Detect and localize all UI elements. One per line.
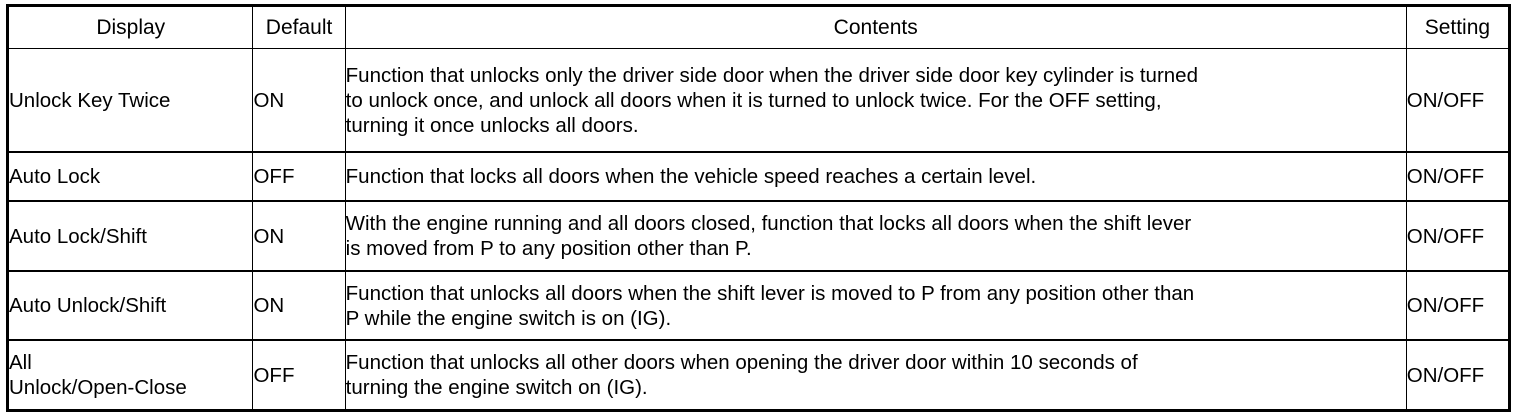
column-header-display: Display xyxy=(6,5,254,49)
display-label: All xyxy=(9,351,32,375)
contents-line: Function that unlocks all other doors wh… xyxy=(345,351,1138,375)
column-header-setting: Setting xyxy=(1405,5,1511,49)
cell-default: OFF xyxy=(252,339,346,413)
cell-contents: With the engine running and all doors cl… xyxy=(344,200,1407,272)
cell-contents: Function that locks all doors when the v… xyxy=(344,151,1407,203)
cell-display: Auto Lock xyxy=(6,151,254,203)
cell-setting: ON/OFF xyxy=(1405,200,1511,272)
table-header-row: Display Default Contents Setting xyxy=(6,5,1511,49)
cell-setting: ON/OFF xyxy=(1405,48,1511,154)
door-lock-settings-table: Display Default Contents Setting Unlock … xyxy=(6,4,1511,413)
contents-line: Function that unlocks all doors when the… xyxy=(345,281,1195,305)
table-row: All Unlock/Open-Close OFF Function that … xyxy=(6,339,1511,413)
cell-display: All Unlock/Open-Close xyxy=(6,339,254,413)
contents-line: Function that unlocks only the driver si… xyxy=(345,63,1198,87)
cell-default: OFF xyxy=(252,151,346,203)
cell-default: ON xyxy=(252,200,346,272)
display-label: Auto Lock/Shift xyxy=(9,224,147,248)
contents-line: turning the engine switch on (IG). xyxy=(345,376,648,400)
display-label: Auto Unlock/Shift xyxy=(9,294,167,318)
contents-line: With the engine running and all doors cl… xyxy=(345,212,1192,236)
display-label-line2: Unlock/Open-Close xyxy=(9,376,187,400)
table-row: Auto Unlock/Shift ON Function that unloc… xyxy=(6,270,1511,342)
contents-line: is moved from P to any position other th… xyxy=(345,237,752,261)
contents-line: turning it once unlocks all doors. xyxy=(345,113,639,137)
cell-contents: Function that unlocks only the driver si… xyxy=(344,48,1407,154)
contents-line: P while the engine switch is on (IG). xyxy=(345,306,672,330)
table-body: Unlock Key Twice ON Function that unlock… xyxy=(6,48,1511,413)
cell-default: ON xyxy=(252,270,346,342)
cell-default: ON xyxy=(252,48,346,154)
contents-line: to unlock once, and unlock all doors whe… xyxy=(345,88,1162,112)
table-row: Unlock Key Twice ON Function that unlock… xyxy=(6,48,1511,154)
cell-setting: ON/OFF xyxy=(1405,270,1511,342)
table-header: Display Default Contents Setting xyxy=(6,5,1511,49)
cell-setting: ON/OFF xyxy=(1405,339,1511,413)
contents-line: Function that locks all doors when the v… xyxy=(345,165,1037,189)
table-row: Auto Lock OFF Function that locks all do… xyxy=(6,151,1511,203)
display-label: Auto Lock xyxy=(9,165,101,189)
table-row: Auto Lock/Shift ON With the engine runni… xyxy=(6,200,1511,272)
cell-contents: Function that unlocks all other doors wh… xyxy=(344,339,1407,413)
cell-setting: ON/OFF xyxy=(1405,151,1511,203)
column-header-default: Default xyxy=(252,5,346,49)
display-label: Unlock Key Twice xyxy=(9,88,171,112)
column-header-contents: Contents xyxy=(344,5,1407,49)
cell-display: Unlock Key Twice xyxy=(6,48,254,154)
cell-contents: Function that unlocks all doors when the… xyxy=(344,270,1407,342)
cell-display: Auto Lock/Shift xyxy=(6,200,254,272)
cell-display: Auto Unlock/Shift xyxy=(6,270,254,342)
